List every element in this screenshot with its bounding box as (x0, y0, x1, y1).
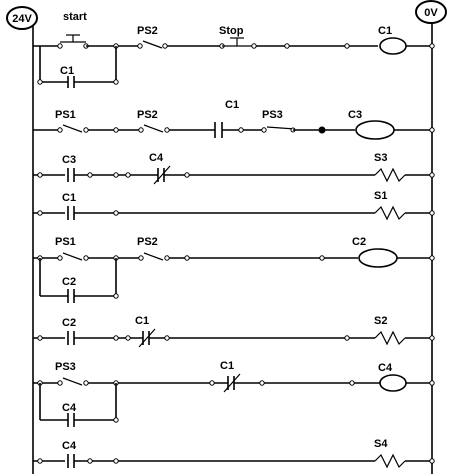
rung-6: C2 C1 S2 (33, 315, 435, 348)
rung1-label-3: C1 (378, 25, 392, 37)
rung5-label-2: PS2 (137, 236, 158, 248)
rung6-label-2: C1 (135, 315, 149, 327)
rung2-label-2: PS2 (137, 109, 158, 121)
rung3-label-3: S3 (374, 152, 387, 164)
rail-label-0v: 0V (415, 0, 447, 24)
rung2-label-5: C3 (348, 109, 362, 121)
rung8-label-2: S4 (374, 438, 388, 450)
rung2-label-3: C1 (225, 99, 239, 111)
rung1-label-1: PS2 (137, 25, 158, 37)
rung5-branch-label: C2 (62, 276, 76, 288)
rung-1: start PS2 Stop C1 C1 (33, 11, 435, 88)
rung3-label-1: C3 (62, 154, 76, 166)
rung5-label-1: PS1 (55, 236, 76, 248)
rung1-branch-label: C1 (60, 65, 74, 77)
rung4-label-1: C1 (62, 192, 76, 204)
rung-7: PS3 C1 C4 C4 (33, 360, 435, 427)
rung-3: C3 C4 S3 (33, 152, 435, 185)
rail-label-24v-text: 24V (12, 13, 32, 25)
rung6-label-3: S2 (374, 315, 387, 327)
rung8-label-1: C4 (62, 440, 77, 452)
rung2-label-4: PS3 (262, 109, 283, 121)
rung2-label-1: PS1 (55, 109, 76, 121)
rail-label-0v-text: 0V (424, 7, 438, 19)
rung-4: C1 S1 (33, 190, 435, 221)
rung4-label-2: S1 (374, 190, 387, 202)
rung7-label-2: C1 (220, 360, 234, 372)
rung-2: PS1 PS2 C1 PS3 C3 (33, 99, 435, 140)
rail-label-24v: 24V (6, 6, 38, 30)
rung5-label-3: C2 (352, 236, 366, 248)
rung-8: C4 S4 (33, 438, 435, 469)
rung3-label-2: C4 (149, 152, 164, 164)
rung6-label-1: C2 (62, 317, 76, 329)
rung7-label-3: C4 (378, 362, 393, 374)
rung7-branch-label: C4 (62, 402, 77, 414)
rung-5: PS1 PS2 C2 C2 (33, 236, 435, 303)
start-label: start (63, 11, 87, 23)
rung7-label-1: PS3 (55, 361, 76, 373)
rung1-label-2: Stop (219, 25, 244, 37)
